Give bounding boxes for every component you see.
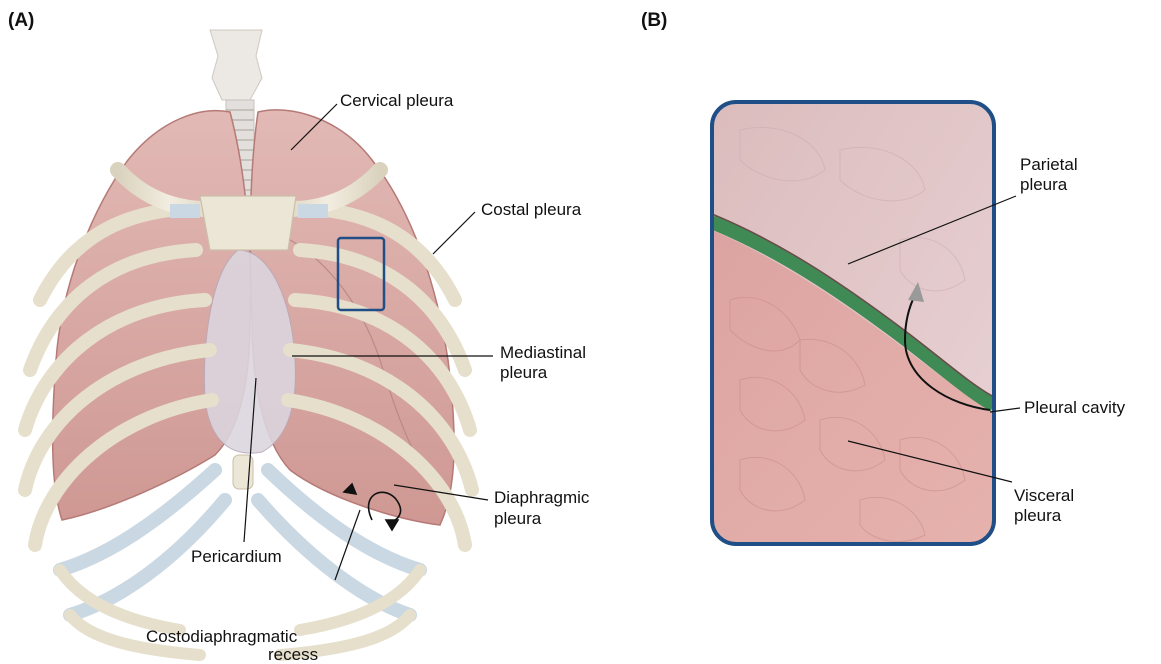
label-cervical-pleura: Cervical pleura [340,91,454,110]
label-pericardium: Pericardium [191,547,282,566]
label-diaphragmic-line1: Diaphragmic [494,488,590,507]
label-diaphragmic-line2: pleura [494,509,542,528]
label-visceral-line2: pleura [1014,506,1062,525]
label-parietal-line1: Parietal [1020,155,1078,174]
panel-b-label: (B) [641,10,667,31]
label-costal-pleura: Costal pleura [481,200,582,219]
label-parietal-line2: pleura [1020,175,1068,194]
label-costodiaphragmatic-line1: Costodiaphragmatic [146,627,298,646]
manubrium [200,196,296,250]
label-costodiaphragmatic-line2: recess [268,645,318,664]
panel-a-label: (A) [8,10,34,31]
label-mediastinal-line2: pleura [500,363,548,382]
panel-a: (A) [8,10,590,664]
label-mediastinal-line1: Mediastinal [500,343,586,362]
zoom-view [712,102,994,544]
label-pleural-cavity: Pleural cavity [1024,398,1126,417]
panel-b: (B) [641,10,1126,544]
label-visceral-line1: Visceral [1014,486,1074,505]
